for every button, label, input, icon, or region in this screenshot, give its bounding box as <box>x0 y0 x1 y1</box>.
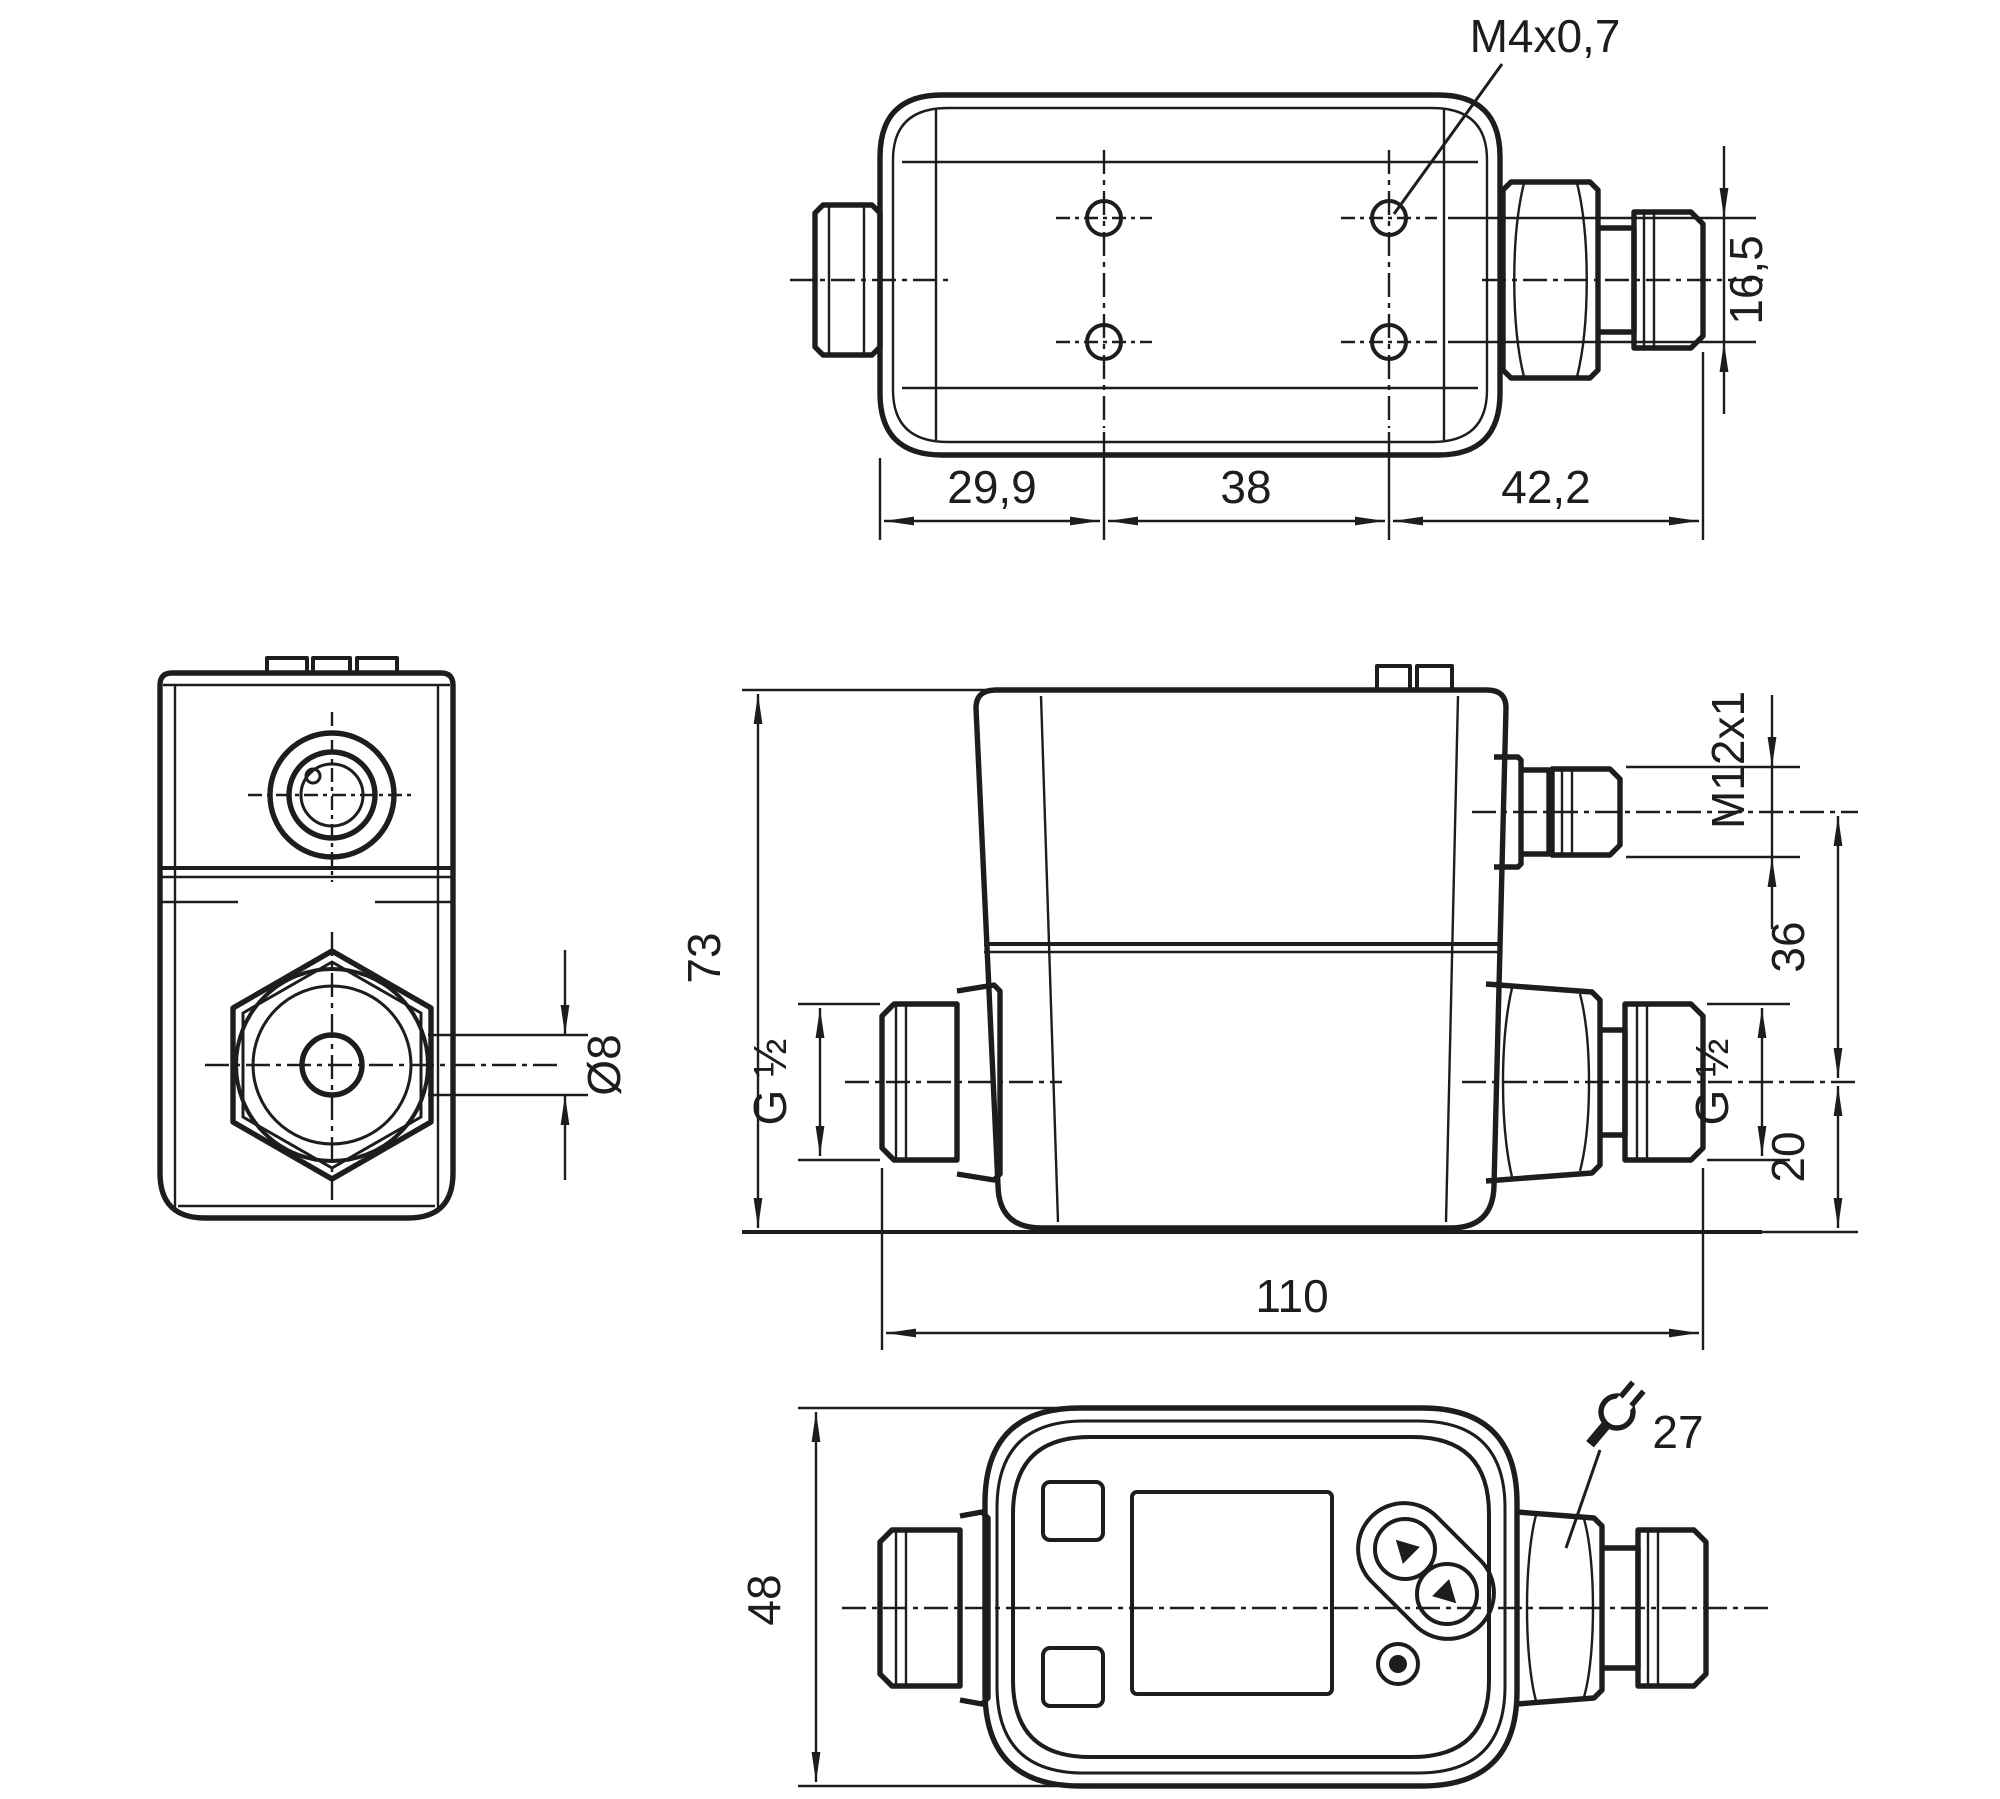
dim-port-thread-right: G ½ <box>1686 1039 1738 1126</box>
bottom-view-width-dimension: 48 <box>738 1406 1092 1788</box>
side-view-outline <box>157 656 456 1221</box>
housing-tab <box>1375 664 1412 692</box>
wrench-flats-label: 27 <box>1652 1406 1703 1458</box>
button-group-outline <box>1356 1501 1496 1641</box>
led-indicator-dot <box>1389 1655 1407 1673</box>
display-window <box>1130 1490 1334 1696</box>
side-view: Ø8 <box>157 656 630 1221</box>
top-view-vertical-dimension: 16,5 <box>1448 146 1772 414</box>
mounting-slot <box>1041 1646 1105 1708</box>
top-view-left-fitting <box>790 202 950 358</box>
front-view-port-thread-dimensions: G ½ G ½ <box>744 1002 1790 1162</box>
top-view-mounting-holes <box>1056 150 1437 428</box>
front-view-m12-connector <box>1472 754 1858 870</box>
top-view-right-fitting <box>1482 179 1768 381</box>
front-view-right-port <box>1462 981 1858 1184</box>
front-view-height-dimension: 73 <box>678 688 990 1228</box>
housing-tab <box>355 656 399 675</box>
bottom-view-outline <box>982 1405 1520 1789</box>
front-view-length-dimension: 110 <box>880 1168 1705 1350</box>
bottom-view: 48 27 <box>738 1377 1768 1789</box>
housing-tab <box>265 656 309 675</box>
housing-tab <box>1415 664 1454 692</box>
button-down-arrow-icon <box>1432 1579 1457 1604</box>
bottom-view-buttons <box>1356 1501 1496 1686</box>
housing-tab <box>311 656 352 675</box>
mounting-slot <box>1041 1480 1105 1542</box>
dim-hole-spacing: 38 <box>1220 461 1271 513</box>
dim-hole-to-tip: 42,2 <box>1501 461 1591 513</box>
front-view-offset-dimensions: 36 20 <box>1703 816 1858 1234</box>
top-view-outline <box>877 92 1503 458</box>
dim-height: 73 <box>678 932 730 983</box>
dim-connector-thread: M12x1 <box>1702 691 1754 829</box>
leader-line <box>1392 63 1504 215</box>
dim-port-to-base: 20 <box>1762 1131 1814 1182</box>
button-up <box>1373 1517 1437 1581</box>
front-view-m12-dimension: M12x1 <box>1626 691 1800 929</box>
dim-length: 110 <box>1255 1270 1328 1322</box>
wrench-icon <box>1586 1377 1649 1448</box>
top-view-thread-callout: M4x0,7 <box>1392 10 1621 215</box>
button-up-arrow-icon <box>1395 1539 1420 1564</box>
bottom-view-right-fitting <box>842 1509 1768 1707</box>
top-view-horizontal-dimensions: 29,9 38 42,2 <box>878 352 1705 540</box>
top-view: M4x0,7 29,9 38 42,2 16,5 <box>790 10 1772 540</box>
dim-width: 48 <box>738 1574 790 1625</box>
dim-connector-to-port: 36 <box>1762 921 1814 972</box>
side-view-bore-dimension: Ø8 <box>428 950 630 1180</box>
bottom-view-wrench-callout: 27 <box>1564 1377 1704 1549</box>
side-view-process-connection-end <box>205 932 560 1200</box>
mounting-thread-label: M4x0,7 <box>1470 10 1621 62</box>
connector-keyway <box>304 767 322 785</box>
button-down <box>1415 1562 1479 1626</box>
front-view-left-port <box>845 982 1062 1183</box>
dim-edge-to-hole: 29,9 <box>947 461 1037 513</box>
dim-hole-row-spacing: 16,5 <box>1720 235 1772 325</box>
side-view-connector-end <box>248 712 416 882</box>
dim-bore: Ø8 <box>578 1034 630 1095</box>
front-view: 73 M12x1 36 20 G ½ G ½ <box>678 664 1858 1350</box>
dim-port-thread-left: G ½ <box>744 1039 796 1126</box>
leader-line <box>1564 1449 1602 1549</box>
led-indicator <box>1376 1642 1420 1686</box>
